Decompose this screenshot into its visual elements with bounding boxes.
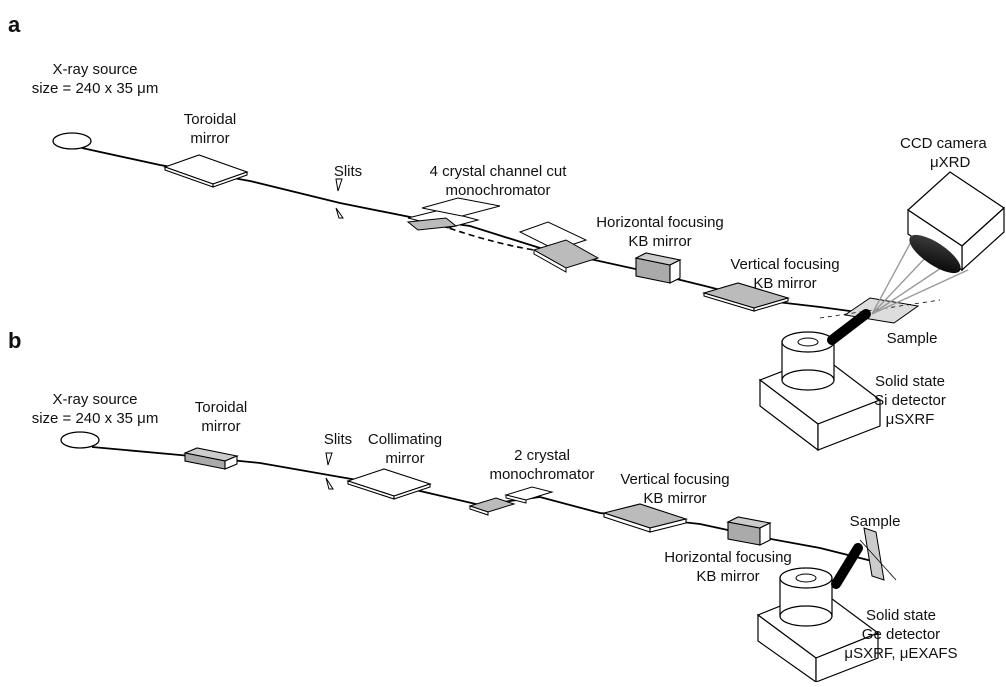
horizontal-kb-mirror-a — [634, 252, 682, 284]
sample-b — [859, 527, 897, 581]
toroidal-mirror-b — [183, 447, 239, 470]
toroidal-label-a: Toroidal mirror — [165, 110, 255, 148]
vkb-label-a: Vertical focusing KB mirror — [710, 255, 860, 293]
toroidal-label-b-line2: mirror — [201, 418, 241, 435]
sample-label-a: Sample — [886, 330, 938, 347]
ccd-label-a-line2: μXRD — [930, 154, 971, 171]
mono-label-a-line2: monochromator — [445, 182, 551, 199]
detector-label-a-line1: Solid state — [874, 373, 946, 390]
detector-label-b-line2: Ge detector — [861, 626, 941, 643]
hkb-label-a-line1: Horizontal focusing — [596, 214, 724, 231]
mono-label-b-line2: monochromator — [489, 466, 595, 483]
source-label-a: X-ray source size = 240 x 35 μm — [10, 60, 180, 98]
slits-a — [335, 178, 344, 219]
vkb-label-b-line1: Vertical focusing — [620, 471, 730, 488]
toroidal-label-a-line1: Toroidal — [183, 111, 237, 128]
toroidal-label-b-line1: Toroidal — [194, 399, 248, 416]
mono-label-b: 2 crystal monochromator — [462, 446, 622, 484]
collimating-label-b-line2: mirror — [385, 450, 425, 467]
hkb-label-a-line2: KB mirror — [628, 233, 692, 250]
mono-label-b-line1: 2 crystal — [514, 447, 570, 464]
horizontal-kb-mirror-b — [726, 516, 772, 546]
ccd-camera-a — [907, 171, 1005, 274]
si-detector-a — [758, 309, 882, 452]
source-label-b-line2: size = 240 x 35 μm — [31, 410, 159, 427]
xray-source-b — [60, 431, 100, 449]
collimating-label-b: Collimating mirror — [350, 430, 460, 468]
vkb-label-b-line2: KB mirror — [643, 490, 707, 507]
source-label-a-line2: size = 240 x 35 μm — [31, 80, 159, 97]
detector-label-a-line3: μSXRF — [885, 411, 935, 428]
sample-label-b: Sample — [849, 513, 901, 530]
collimating-mirror-b — [346, 468, 432, 500]
panel-a-drawing — [52, 132, 1005, 452]
hkb-label-b-line1: Horizontal focusing — [664, 549, 792, 566]
toroidal-label-b: Toroidal mirror — [176, 398, 266, 436]
panel-b-letter: b — [8, 328, 22, 353]
collimating-label-b-line1: Collimating — [367, 431, 443, 448]
source-label-b-line1: X-ray source — [52, 391, 138, 408]
xray-source-a — [52, 132, 92, 150]
slits-label-b: Slits — [323, 431, 353, 448]
source-label-a-line1: X-ray source — [52, 61, 138, 78]
hkb-label-b-line2: KB mirror — [696, 568, 760, 585]
slits-label-a: Slits — [333, 163, 363, 180]
detector-label-b: Solid state Ge detector μSXRF, μEXAFS — [826, 606, 976, 663]
toroidal-mirror-a — [163, 154, 249, 188]
vkb-label-a-line2: KB mirror — [753, 275, 817, 292]
mono-label-a: 4 crystal channel cut monochromator — [408, 162, 588, 200]
source-label-b: X-ray source size = 240 x 35 μm — [10, 390, 180, 428]
slits-b — [325, 452, 334, 490]
panel-a-letter: a — [8, 12, 21, 37]
mono-label-a-line1: 4 crystal channel cut — [429, 163, 567, 180]
vkb-label-b: Vertical focusing KB mirror — [600, 470, 750, 508]
vertical-kb-mirror-b — [602, 503, 688, 533]
detector-label-b-line3: μSXRF, μEXAFS — [844, 645, 958, 662]
vertical-kb-mirror-a — [702, 282, 790, 312]
hkb-label-b: Horizontal focusing KB mirror — [648, 548, 808, 586]
vkb-label-a-line1: Vertical focusing — [730, 256, 840, 273]
hkb-label-a: Horizontal focusing KB mirror — [575, 213, 745, 251]
detector-label-b-line1: Solid state — [865, 607, 937, 624]
diffraction-cone-a — [871, 239, 969, 315]
toroidal-label-a-line2: mirror — [190, 130, 230, 147]
ccd-label-a: CCD camera μXRD — [900, 134, 1006, 172]
ccd-label-a-line1: CCD camera — [900, 135, 987, 152]
channel-cut-monochromator-a — [406, 197, 600, 273]
two-crystal-monochromator-b — [468, 486, 554, 516]
detector-label-a: Solid state Si detector μSXRF — [850, 372, 970, 429]
detector-label-a-line2: Si detector — [874, 392, 946, 409]
